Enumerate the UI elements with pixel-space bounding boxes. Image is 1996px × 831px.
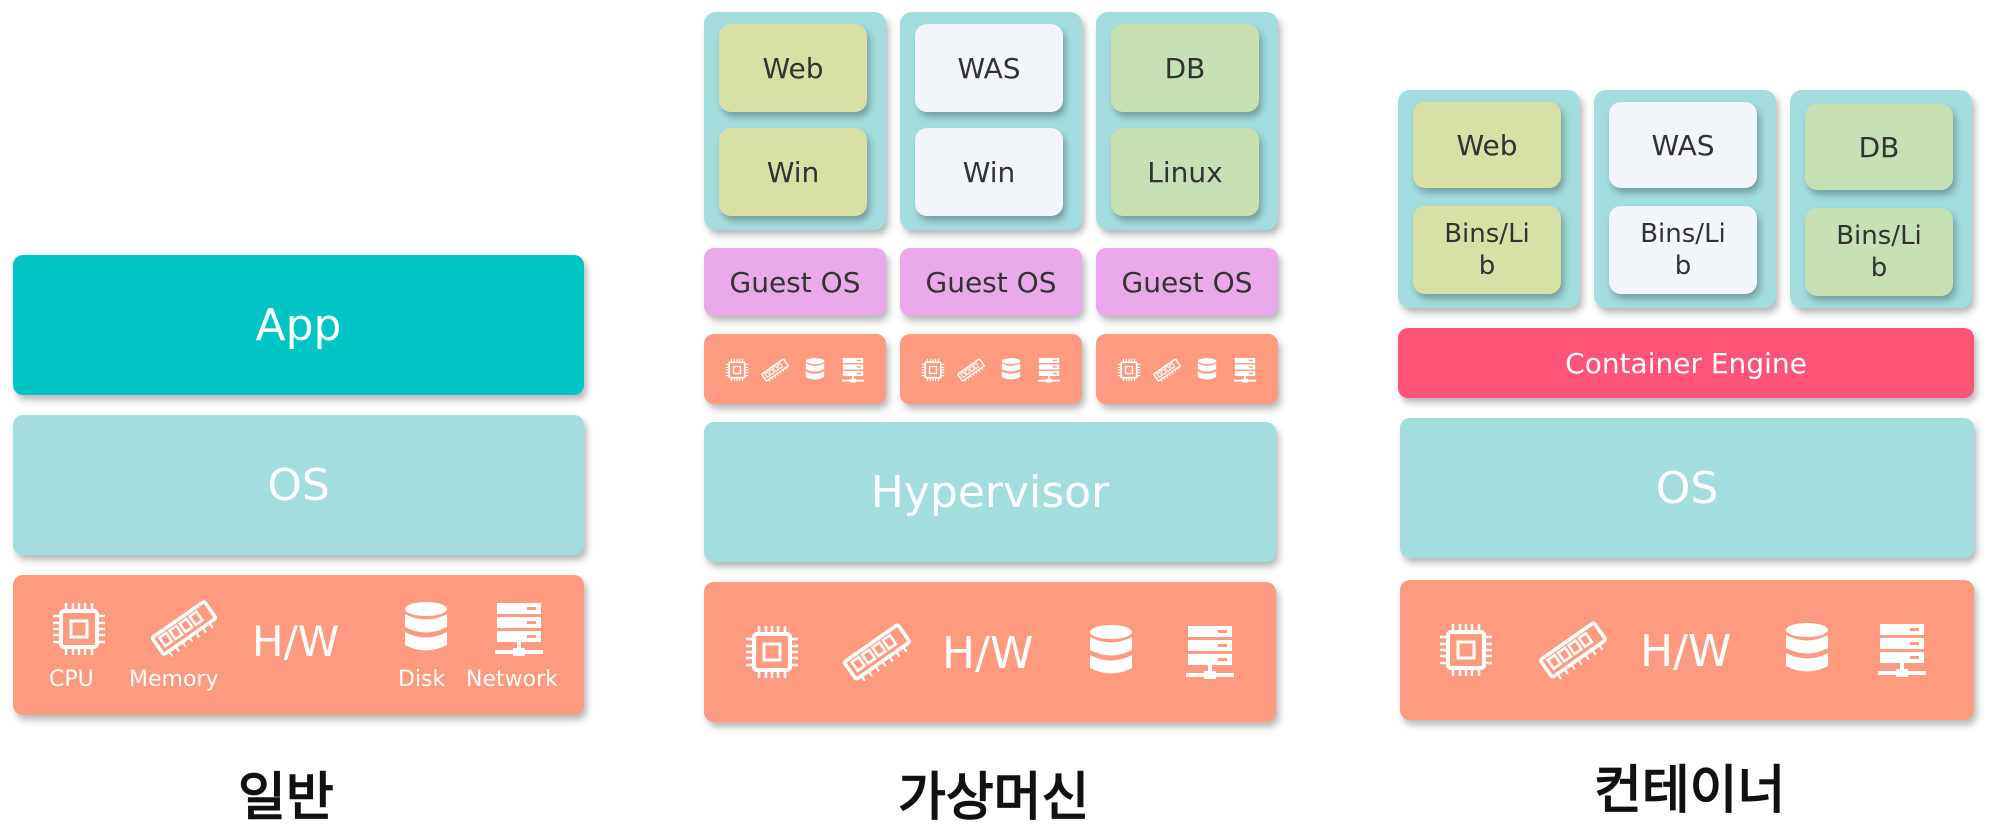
guest-os-label: Guest OS — [1121, 265, 1253, 299]
hardware-layer: CPU Memory H/W Disk Network — [13, 575, 584, 715]
disk-icon — [804, 356, 826, 384]
os-layer: OS — [1400, 418, 1974, 558]
memory-icon — [148, 597, 220, 659]
container-lib-label: Bins/Li b — [1640, 219, 1726, 281]
network-label: Network — [466, 667, 558, 692]
vm-os-label: Win — [766, 155, 820, 189]
virtual-hardware-box — [900, 334, 1082, 404]
app-label: App — [255, 299, 342, 351]
container-app-label: DB — [1858, 130, 1900, 164]
cpu-icon — [1436, 620, 1496, 680]
vm-app-box: DB — [1111, 24, 1259, 112]
virtual-hardware-box — [1096, 334, 1278, 404]
cpu-icon — [724, 357, 750, 383]
memory-icon — [956, 356, 986, 384]
container-app-label: Web — [1456, 128, 1518, 162]
guest-os-label: Guest OS — [729, 265, 861, 299]
caption-container: 컨테이너 — [1594, 761, 1786, 821]
cpu-icon — [1116, 357, 1142, 383]
network-icon — [1232, 356, 1258, 384]
container-engine-layer: Container Engine — [1398, 328, 1974, 398]
vm-app-box: Web — [719, 24, 867, 112]
guest-os-box: Guest OS — [704, 248, 886, 316]
network-icon — [1182, 622, 1238, 682]
cpu-icon — [742, 622, 802, 682]
disk-icon — [1000, 356, 1022, 384]
disk-icon — [1086, 622, 1136, 682]
os-label: OS — [1655, 462, 1719, 514]
os-layer: OS — [13, 415, 584, 555]
guest-os-box: Guest OS — [900, 248, 1082, 316]
cpu-label: CPU — [49, 667, 94, 692]
disk-label: Disk — [398, 667, 446, 692]
memory-icon — [760, 356, 790, 384]
container-lib-box: Bins/Li b — [1805, 208, 1953, 296]
memory-icon — [1152, 356, 1182, 384]
hypervisor-label: Hypervisor — [870, 466, 1110, 518]
network-icon — [1874, 620, 1930, 680]
container-app-box: WAS — [1609, 102, 1757, 188]
hardware-layer: H/W — [704, 582, 1276, 722]
memory-label: Memory — [129, 667, 219, 692]
network-icon — [840, 356, 866, 384]
vm-os-box: Win — [915, 128, 1063, 216]
vm-os-box: Linux — [1111, 128, 1259, 216]
hw-label: H/W — [252, 617, 340, 666]
disk-icon — [1782, 620, 1832, 680]
container-app-label: WAS — [1651, 128, 1715, 162]
vm-app-label: WAS — [957, 51, 1021, 85]
caption-general: 일반 — [238, 768, 334, 828]
virtual-hardware-box — [704, 334, 886, 404]
container-app-box: Web — [1413, 102, 1561, 188]
container-lib-label: Bins/Li b — [1444, 219, 1530, 281]
disk-icon — [401, 599, 451, 659]
disk-icon — [1196, 356, 1218, 384]
container-engine-label: Container Engine — [1565, 346, 1807, 380]
memory-icon — [840, 620, 914, 684]
container-lib-box: Bins/Li b — [1609, 206, 1757, 294]
container-lib-box: Bins/Li b — [1413, 206, 1561, 294]
hardware-layer: H/W — [1400, 580, 1974, 720]
guest-os-label: Guest OS — [925, 265, 1057, 299]
app-layer: App — [13, 255, 584, 395]
memory-icon — [1536, 618, 1610, 682]
vm-app-box: WAS — [915, 24, 1063, 112]
hypervisor-layer: Hypervisor — [704, 422, 1276, 562]
network-icon — [1036, 356, 1062, 384]
vm-os-label: Linux — [1147, 155, 1223, 189]
vm-app-label: Web — [762, 51, 824, 85]
os-label: OS — [267, 459, 330, 511]
vm-os-label: Win — [962, 155, 1016, 189]
hw-label: H/W — [1640, 626, 1732, 677]
guest-os-box: Guest OS — [1096, 248, 1278, 316]
vm-os-box: Win — [719, 128, 867, 216]
container-app-box: DB — [1805, 104, 1953, 190]
container-lib-label: Bins/Li b — [1836, 221, 1922, 283]
network-icon — [491, 599, 547, 659]
caption-vm: 가상머신 — [898, 768, 1090, 828]
vm-app-label: DB — [1164, 51, 1206, 85]
cpu-icon — [920, 357, 946, 383]
hw-label: H/W — [942, 628, 1034, 679]
cpu-icon — [49, 599, 109, 659]
